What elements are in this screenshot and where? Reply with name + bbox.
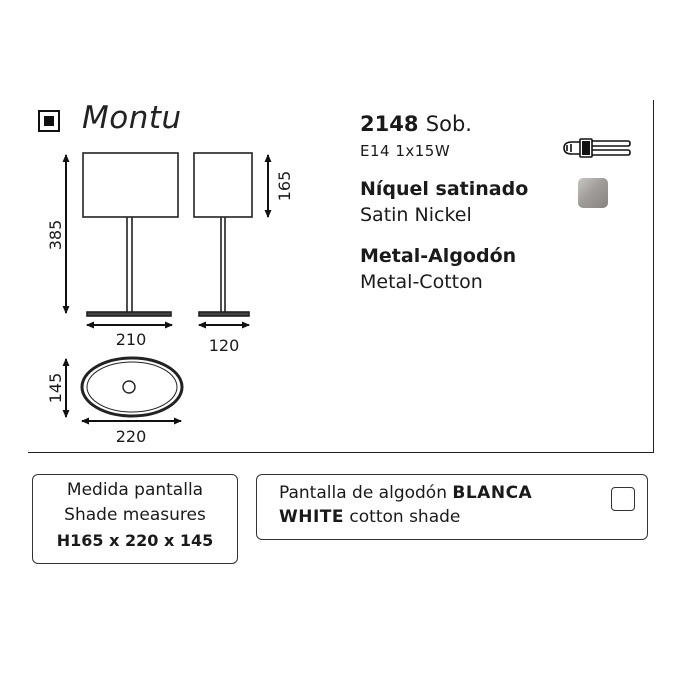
finish-english: Satin Nickel	[360, 204, 472, 226]
reference-code: 2148	[360, 112, 419, 136]
side-width-label: 120	[209, 336, 240, 355]
product-frame	[28, 100, 654, 453]
bulb-icon	[563, 138, 631, 158]
shade-measures-title-en: Shade measures	[64, 505, 206, 525]
shade-option-color-es: BLANCA	[452, 483, 533, 503]
reference-number: 2148 Sob.	[360, 112, 472, 136]
shade-measures-value: H165 x 220 x 145	[56, 531, 214, 550]
finish-spanish: Níquel satinado	[360, 178, 529, 200]
shade-height-label: 165	[275, 171, 294, 202]
oval-depth-label: 145	[46, 373, 65, 404]
oval-width-label: 220	[116, 427, 147, 446]
shade-measures-title-es: Medida pantalla	[66, 480, 204, 500]
shade-option-text-es: Pantalla de algodón	[279, 483, 453, 503]
model-name: Montu	[82, 100, 182, 136]
shade-option-text-en: cotton shade	[344, 507, 461, 527]
shade-option-line-es: Pantalla de algodón BLANCA	[279, 483, 532, 503]
shade-option-color-en: WHITE	[279, 507, 345, 527]
shade-measures-box: Medida pantalla Shade measures H165 x 22…	[32, 474, 238, 564]
finish-swatch	[578, 178, 608, 208]
lamp-top-view	[80, 356, 184, 418]
lamp-side-view	[193, 152, 253, 317]
shade-option-line-en: WHITE cotton shade	[279, 507, 460, 527]
bulb-spec: E14 1x15W	[360, 142, 451, 160]
model-square-icon	[38, 110, 60, 132]
technical-drawing: 385 210 165 120 145 220	[46, 152, 294, 446]
shade-option-box: Pantalla de algodón BLANCA WHITE cotton …	[256, 474, 648, 540]
shade-option-checkbox[interactable]	[611, 487, 635, 511]
reference-suffix: Sob.	[425, 112, 472, 136]
material-spanish: Metal-Algodón	[360, 245, 517, 267]
height-dimension-label: 385	[46, 220, 65, 251]
lamp-front-view	[82, 152, 179, 317]
base-width-label: 210	[116, 330, 147, 349]
material-english: Metal-Cotton	[360, 271, 483, 293]
